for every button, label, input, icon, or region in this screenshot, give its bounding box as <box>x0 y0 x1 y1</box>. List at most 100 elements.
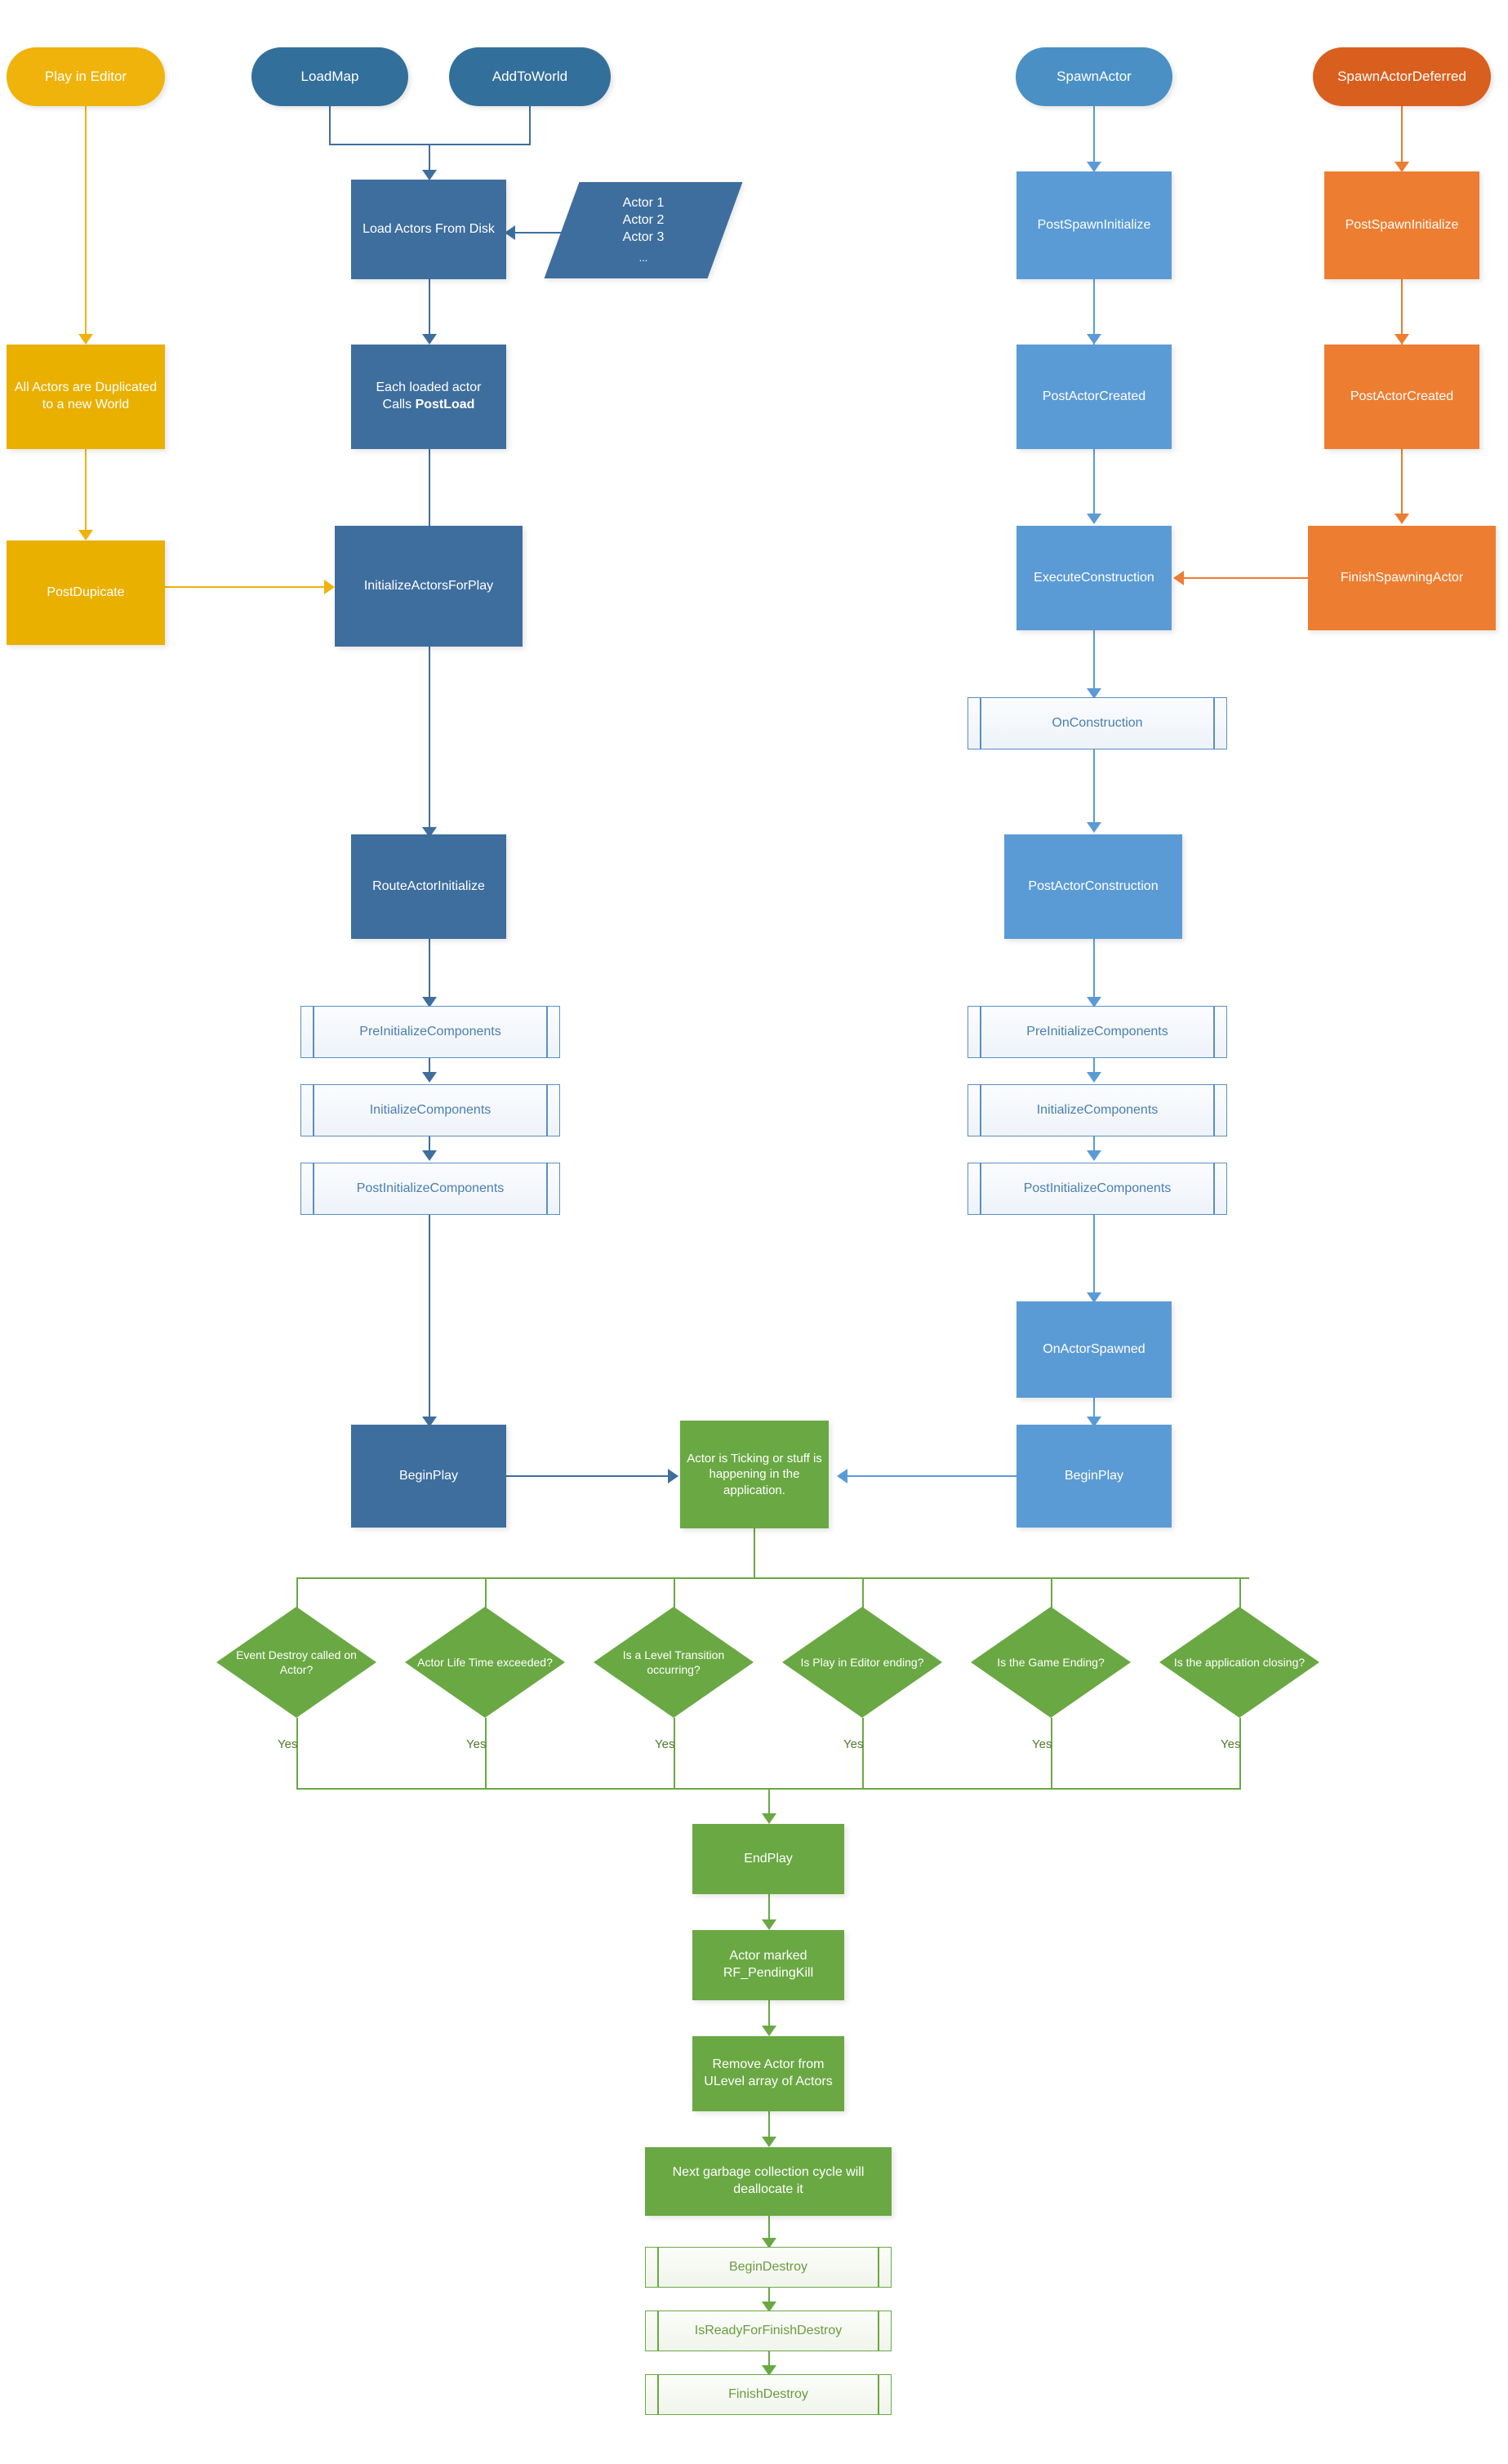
postload-line-1: Each loaded actor <box>376 380 482 395</box>
node-label: Actor marked RF_PendingKill <box>723 1949 814 1980</box>
node-label: InitializeActorsForPlay <box>363 578 494 593</box>
node-all-actors-duplicated[interactable]: All Actors are Duplicated to a new World <box>7 345 165 449</box>
node-label: All Actors are Duplicated to a new World <box>14 380 158 411</box>
node-post-duplicate[interactable]: PostDupicate <box>7 540 165 645</box>
arrowhead-down <box>1087 162 1101 172</box>
node-post-actor-created-deferred[interactable]: PostActorCreated <box>1324 345 1479 449</box>
node-decision-life-time[interactable]: Actor Life Time exceeded? <box>405 1607 565 1718</box>
node-initialize-components-right[interactable]: InitializeComponents <box>968 1084 1227 1136</box>
node-garbage-collection[interactable]: Next garbage collection cycle will deall… <box>645 2147 892 2216</box>
node-on-actor-spawned[interactable]: OnActorSpawned <box>1016 1301 1172 1398</box>
arrowhead-down <box>1087 1292 1101 1303</box>
node-initialize-actors-for-play[interactable]: InitializeActorsForPlay <box>335 526 523 647</box>
arrowhead-down <box>1395 334 1409 345</box>
edge-yes-2 <box>485 1718 487 1790</box>
node-end-play[interactable]: EndPlay <box>692 1824 844 1894</box>
node-label: PostActorCreated <box>1350 389 1454 403</box>
node-route-actor-initialize[interactable]: RouteActorInitialize <box>351 834 506 939</box>
arrowhead-down <box>422 1150 437 1161</box>
node-is-ready-for-finish-destroy[interactable]: IsReadyForFinishDestroy <box>645 2311 892 2351</box>
node-label: Load Actors From Disk <box>363 221 495 236</box>
edge-ticking-down <box>754 1528 755 1579</box>
node-spawn-actor[interactable]: SpawnActor <box>1016 47 1172 106</box>
yes-label-5: Yes <box>1032 1737 1052 1751</box>
edge-postspawninit-to-postactorcreated-deferred <box>1401 279 1403 345</box>
edge-postinit-to-beginplay-left <box>429 1215 430 1420</box>
node-decision-event-destroy[interactable]: Event Destroy called on Actor? <box>216 1607 376 1718</box>
edge-preinit-to-init-right <box>1093 1058 1095 1081</box>
edge-yes-6 <box>1239 1718 1241 1790</box>
node-load-actors-from-disk[interactable]: Load Actors From Disk <box>351 180 506 279</box>
node-label: SpawnActorDeferred <box>1337 68 1466 84</box>
node-actor-marked-pendingkill[interactable]: Actor marked RF_PendingKill <box>692 1930 844 2000</box>
node-actor-list[interactable]: Actor 1 Actor 2 Actor 3 ... <box>544 182 743 278</box>
arrowhead-down <box>78 334 93 345</box>
edge-postspawninit-to-postactorcreated <box>1093 279 1095 345</box>
node-label: PreInitializeComponents <box>359 1024 501 1039</box>
node-finish-spawning-actor[interactable]: FinishSpawningActor <box>1308 526 1496 630</box>
node-label: PostInitializeComponents <box>1023 1181 1172 1195</box>
node-label: PreInitializeComponents <box>1026 1024 1168 1039</box>
node-pre-initialize-components-left[interactable]: PreInitializeComponents <box>300 1006 560 1058</box>
node-post-spawn-initialize-deferred[interactable]: PostSpawnInitialize <box>1324 171 1479 279</box>
node-label: InitializeComponents <box>369 1102 492 1117</box>
edge-finishspawning-to-executeconstruction <box>1182 577 1311 579</box>
node-decision-pie-ending[interactable]: Is Play in Editor ending? <box>782 1607 942 1718</box>
node-pre-initialize-components-right[interactable]: PreInitializeComponents <box>968 1006 1227 1058</box>
node-begin-play-left[interactable]: BeginPlay <box>351 1425 506 1528</box>
node-begin-play-right[interactable]: BeginPlay <box>1016 1425 1172 1528</box>
edge-postinit-to-onactorspawned <box>1093 1215 1095 1296</box>
node-play-in-editor[interactable]: Play in Editor <box>7 47 165 106</box>
node-actor-is-ticking[interactable]: Actor is Ticking or stuff is happening i… <box>680 1421 829 1528</box>
arrowhead-down <box>422 1417 437 1427</box>
node-begin-destroy[interactable]: BeginDestroy <box>645 2247 892 2288</box>
node-remove-actor-from-ulevel[interactable]: Remove Actor from ULevel array of Actors <box>692 2036 844 2111</box>
node-spawn-actor-deferred[interactable]: SpawnActorDeferred <box>1313 47 1491 106</box>
edge-endplay-to-pendingkill <box>768 1894 770 1924</box>
arrowhead-down <box>1087 334 1101 345</box>
arrowhead-down <box>762 1919 776 1930</box>
edge-onconstruction-to-postactorconstruction <box>1093 749 1095 826</box>
arrowhead-down <box>1087 514 1101 524</box>
node-on-construction[interactable]: OnConstruction <box>968 697 1227 749</box>
node-post-actor-created[interactable]: PostActorCreated <box>1016 345 1172 449</box>
node-label: Is Play in Editor ending? <box>800 1655 924 1669</box>
node-label: PostSpawnInitialize <box>1345 217 1459 232</box>
node-post-spawn-initialize[interactable]: PostSpawnInitialize <box>1016 171 1172 279</box>
node-label: Is a Level Transition occurring? <box>622 1648 725 1676</box>
node-initialize-components-left[interactable]: InitializeComponents <box>300 1084 560 1136</box>
node-post-initialize-components-right[interactable]: PostInitializeComponents <box>968 1163 1227 1215</box>
node-decision-level-transition[interactable]: Is a Level Transition occurring? <box>594 1607 754 1718</box>
edge-decision-bus-top <box>296 1577 1249 1579</box>
node-decision-application-closing[interactable]: Is the application closing? <box>1159 1607 1319 1718</box>
edge-begindestroy-to-isready <box>768 2288 770 2309</box>
node-finish-destroy[interactable]: FinishDestroy <box>645 2374 892 2415</box>
node-post-initialize-components-left[interactable]: PostInitializeComponents <box>300 1163 560 1215</box>
edge-pie-to-duplicate <box>85 106 87 337</box>
arrowhead-down <box>762 2137 776 2147</box>
node-label: PostDupicate <box>47 585 125 599</box>
node-addtoworld[interactable]: AddToWorld <box>449 47 611 106</box>
node-label: LoadMap <box>300 68 359 84</box>
edge-postload-to-initializeactors <box>429 449 430 533</box>
arrowhead-down <box>1395 514 1409 524</box>
node-label: Actor is Ticking or stuff is happening i… <box>687 1451 822 1497</box>
arrowhead-down <box>422 334 437 345</box>
arrowhead-down <box>1087 688 1101 699</box>
arrowhead-down <box>1087 1150 1101 1161</box>
node-loadmap[interactable]: LoadMap <box>251 47 408 106</box>
node-post-actor-construction[interactable]: PostActorConstruction <box>1004 834 1182 939</box>
node-label: Actor Life Time exceeded? <box>417 1655 553 1669</box>
node-label: Play in Editor <box>44 68 127 84</box>
arrowhead-right <box>324 580 335 594</box>
actor-list-line-3: Actor 3 <box>622 229 665 244</box>
node-label: BeginPlay <box>398 1468 459 1483</box>
node-each-loaded-actor-postload[interactable]: Each loaded actor Calls PostLoad <box>351 345 506 449</box>
edge-executeconstruction-to-onconstruction <box>1093 630 1095 692</box>
node-execute-construction[interactable]: ExecuteConstruction <box>1016 526 1172 630</box>
node-label: InitializeComponents <box>1036 1102 1159 1117</box>
node-label: SpawnActor <box>1056 68 1132 84</box>
node-label: Event Destroy called on Actor? <box>236 1648 357 1676</box>
node-decision-game-ending[interactable]: Is the Game Ending? <box>971 1607 1131 1718</box>
edge-beginplay-right-to-ticking <box>845 1475 1018 1477</box>
